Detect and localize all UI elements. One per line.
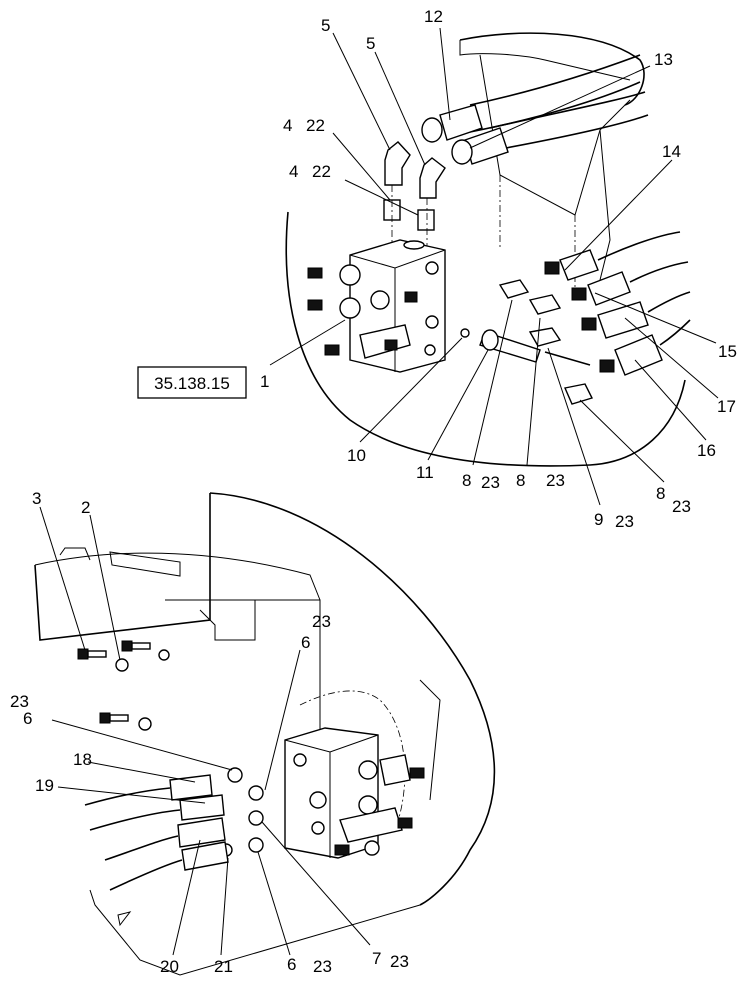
callout-7: 7 <box>372 949 381 968</box>
callout-18: 18 <box>73 750 92 769</box>
o-ring-10 <box>460 328 470 338</box>
callout-2: 2 <box>81 498 90 517</box>
connector-14 <box>544 231 681 281</box>
callout-5a: 5 <box>321 16 330 35</box>
connector-16 <box>599 319 691 376</box>
callout-21: 21 <box>214 957 233 976</box>
callout-labels: 5 5 12 13 4 22 4 22 14 15 17 16 1 10 11 … <box>10 7 737 976</box>
callout-1: 1 <box>260 372 269 391</box>
tube-9 <box>544 351 591 366</box>
callout-23c: 23 <box>672 497 691 516</box>
reference-box-label: 35.138.15 <box>154 374 230 393</box>
callout-8a: 8 <box>462 471 471 490</box>
callout-11: 11 <box>416 463 434 482</box>
callout-12: 12 <box>424 7 443 26</box>
callout-23a: 23 <box>481 473 500 492</box>
callout-20: 20 <box>160 957 179 976</box>
screw-3 <box>77 648 107 660</box>
callout-6a: 6 <box>301 633 310 652</box>
fitting-6-group <box>219 767 264 857</box>
hose-21 <box>109 841 229 891</box>
screw-3b <box>121 640 151 652</box>
callout-23g: 23 <box>313 957 332 976</box>
callout-8c: 8 <box>656 484 665 503</box>
lower-view <box>34 492 496 976</box>
elbow-fitting-5b <box>419 157 446 199</box>
screw-3c <box>99 712 129 724</box>
valve-block-lower <box>284 727 425 859</box>
connector-17 <box>581 291 691 339</box>
callout-23f: 23 <box>10 692 29 711</box>
hose-12 <box>421 54 641 143</box>
callout-4b: 4 <box>289 162 298 181</box>
hose-13 <box>451 91 649 165</box>
fitting-8-group <box>498 279 593 405</box>
washer-2b <box>158 649 170 661</box>
callout-22a: 22 <box>306 116 325 135</box>
callout-4a: 4 <box>283 116 292 135</box>
valve-block-1 <box>307 239 446 373</box>
washer-2c <box>138 717 152 731</box>
callout-13: 13 <box>654 50 673 69</box>
callout-22b: 22 <box>312 162 331 181</box>
callout-23h: 23 <box>390 952 409 971</box>
callout-10: 10 <box>347 446 366 465</box>
callout-5b: 5 <box>366 34 375 53</box>
hose-18 <box>84 774 213 806</box>
callout-3: 3 <box>32 489 41 508</box>
callout-6b: 6 <box>23 709 32 728</box>
washer-2 <box>115 658 129 672</box>
callout-14: 14 <box>662 142 681 161</box>
upper-view <box>269 27 719 506</box>
callout-23b: 23 <box>546 471 565 490</box>
callout-17: 17 <box>717 397 736 416</box>
callout-16: 16 <box>697 441 716 460</box>
callout-23e: 23 <box>312 612 331 631</box>
callout-15: 15 <box>718 342 737 361</box>
callout-19: 19 <box>35 776 54 795</box>
callout-23d: 23 <box>615 512 634 531</box>
reference-box[interactable]: 35.138.15 <box>137 366 247 399</box>
callout-6c: 6 <box>287 955 296 974</box>
callout-8b: 8 <box>516 471 525 490</box>
connector-15 <box>571 261 689 306</box>
adapter-22b <box>417 209 435 231</box>
hose-20 <box>104 817 226 861</box>
callout-9: 9 <box>594 510 603 529</box>
